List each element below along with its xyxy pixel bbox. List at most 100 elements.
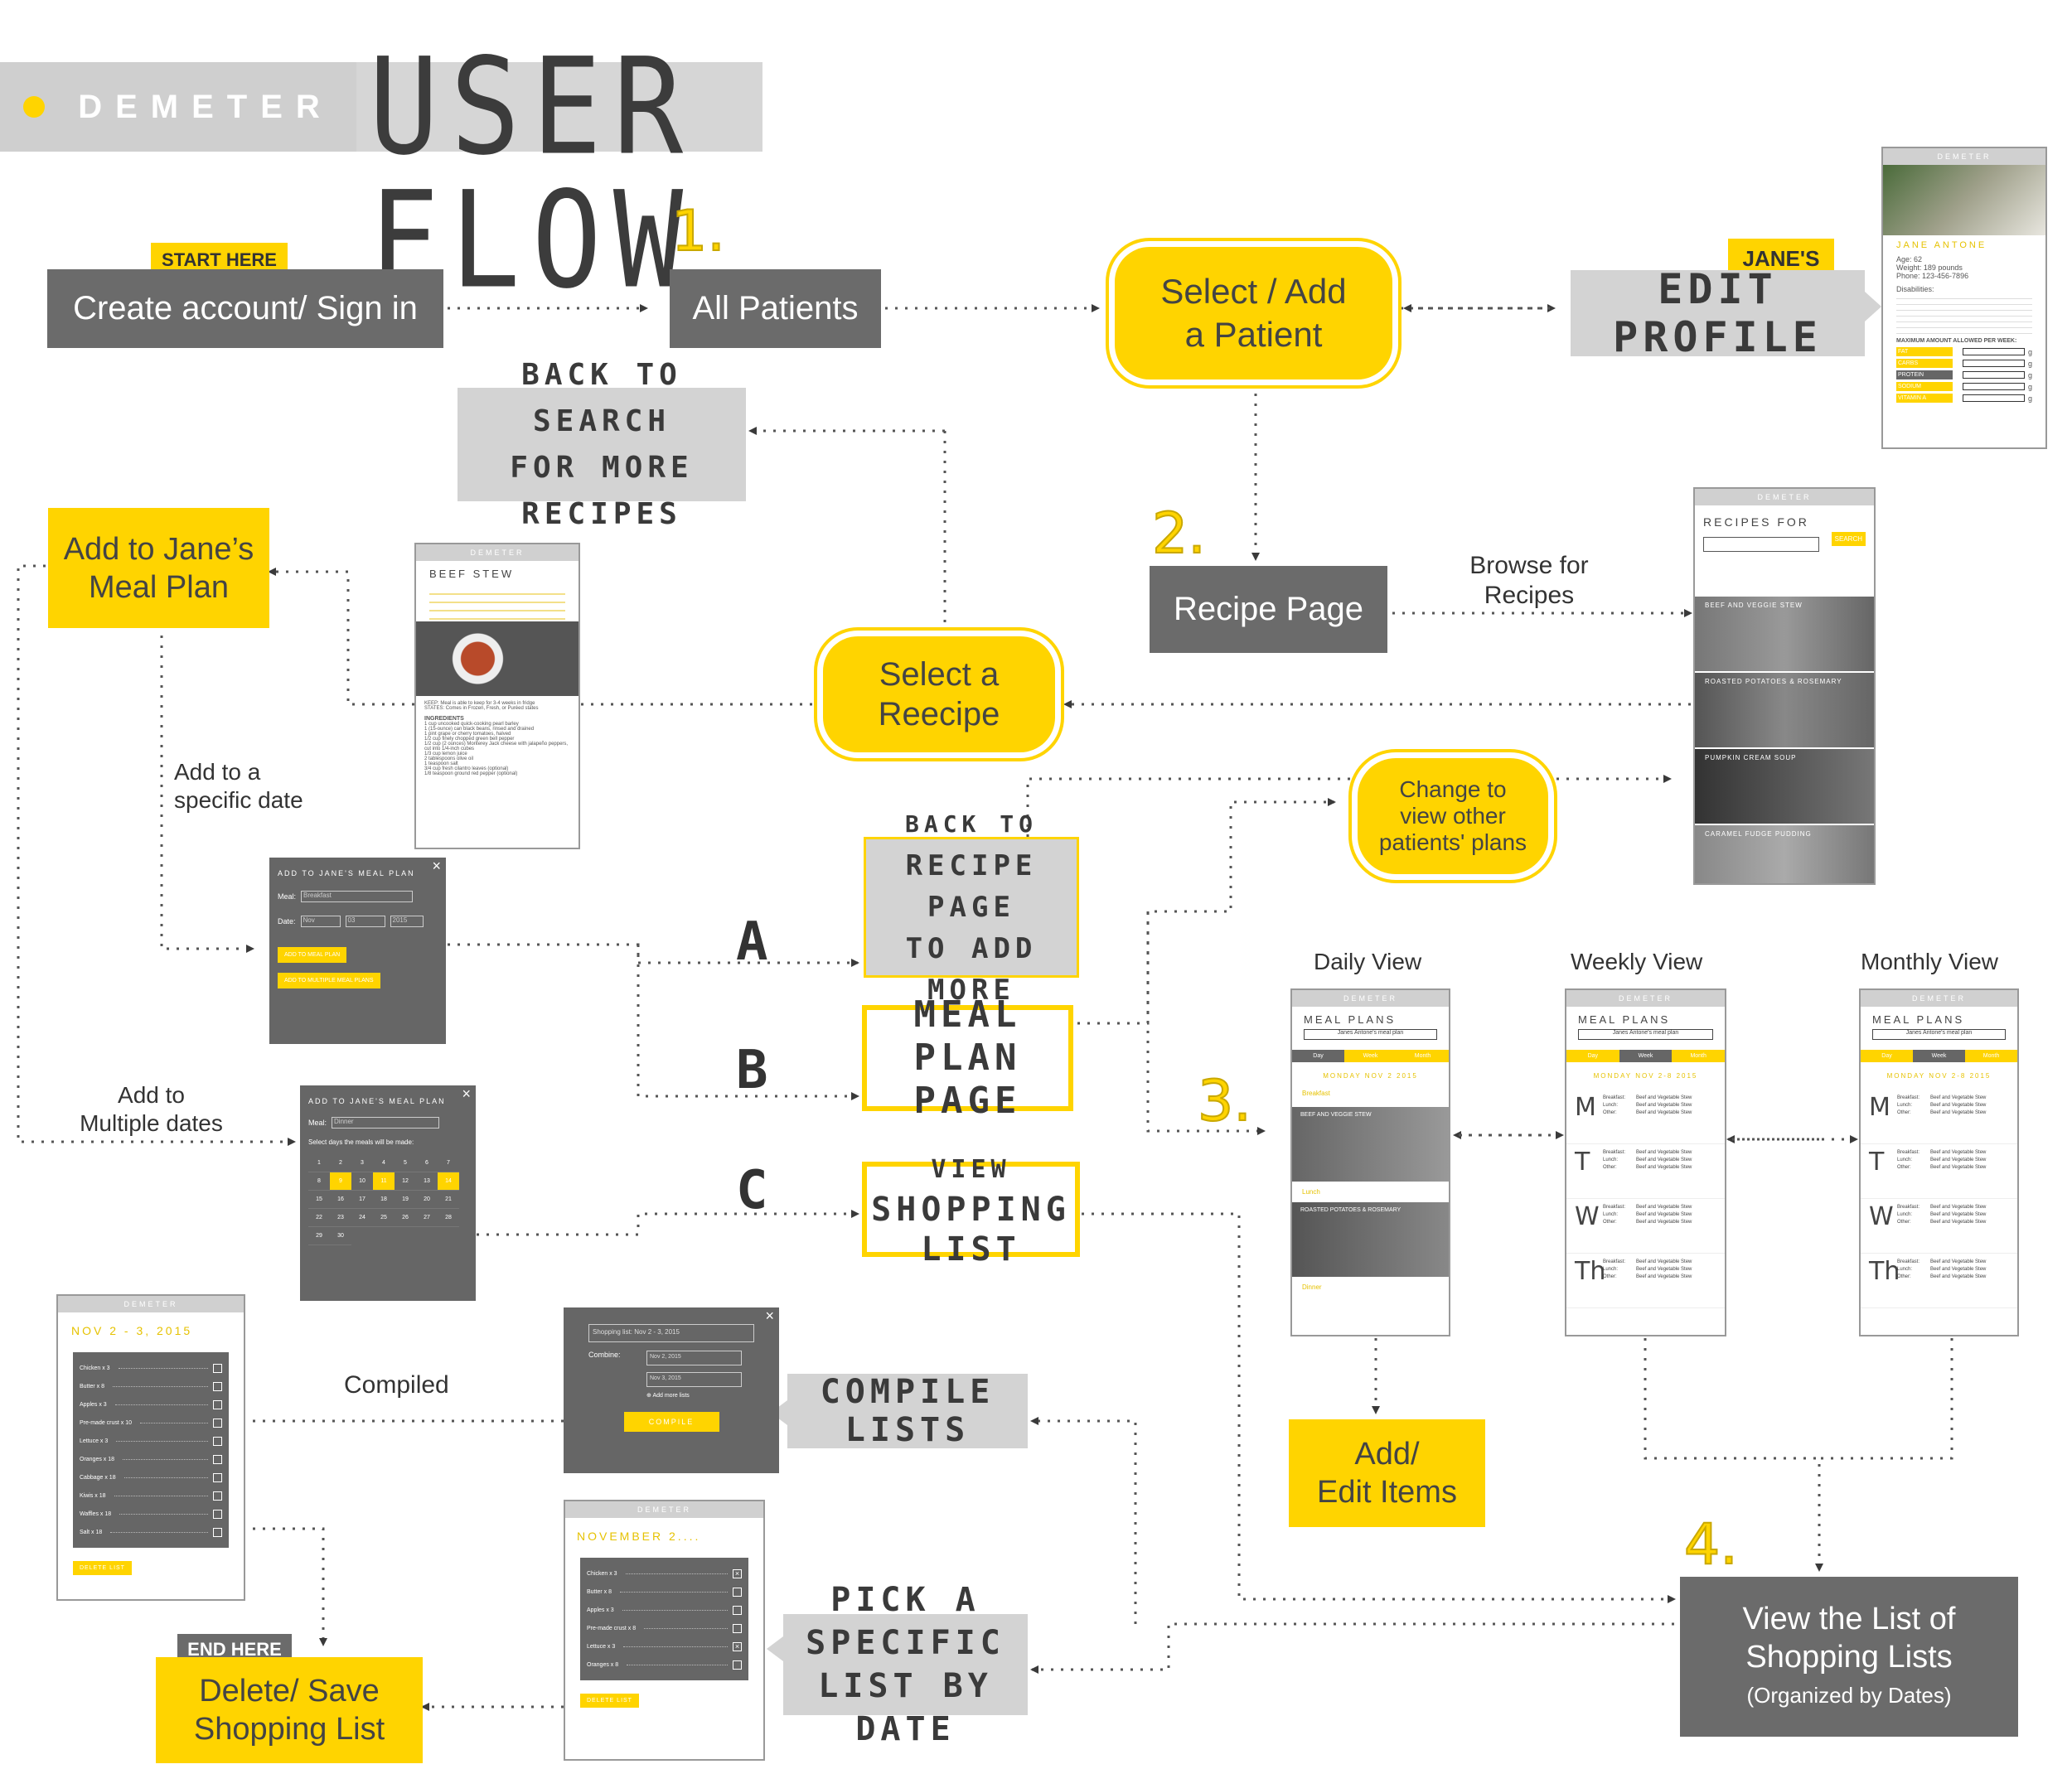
- checkbox[interactable]: [213, 1399, 222, 1409]
- modal-close-icon[interactable]: ×: [765, 1307, 774, 1324]
- recipes-search-button[interactable]: SEARCH: [1831, 532, 1866, 546]
- add-to-multiple-button[interactable]: ADD TO MULTIPLE MEAL PLANS: [278, 973, 380, 988]
- calendar-day[interactable]: 13: [416, 1172, 438, 1191]
- view-shopping-list-node[interactable]: VIEW SHOPPING LIST: [862, 1155, 1080, 1269]
- checkbox[interactable]: ×: [733, 1568, 742, 1578]
- calendar-day[interactable]: 5: [395, 1154, 416, 1172]
- meal-select[interactable]: Dinner: [332, 1117, 440, 1129]
- list-name-input[interactable]: Shopping list: Nov 2 - 3, 2015: [588, 1324, 754, 1342]
- tab-month[interactable]: Month: [1672, 1050, 1725, 1062]
- calendar-day[interactable]: 23: [330, 1209, 351, 1227]
- calendar-day[interactable]: 6: [416, 1154, 438, 1172]
- nutrient-input[interactable]: [1963, 394, 2025, 402]
- checkbox[interactable]: [733, 1587, 742, 1597]
- calendar-day[interactable]: 19: [395, 1191, 416, 1209]
- calendar-day[interactable]: 10: [351, 1172, 373, 1191]
- all-patients-node[interactable]: All Patients: [670, 269, 881, 348]
- calendar-day[interactable]: 28: [438, 1209, 459, 1227]
- delete-list-button[interactable]: DELETE LIST: [73, 1561, 132, 1575]
- checkbox[interactable]: [213, 1491, 222, 1501]
- recipe-card-2[interactable]: PUMPKIN CREAM SOUP: [1695, 749, 1874, 825]
- checkbox[interactable]: [213, 1454, 222, 1464]
- recipe-card-1[interactable]: ROASTED POTATOES & ROSEMARY: [1695, 673, 1874, 749]
- calendar-day[interactable]: 22: [308, 1209, 330, 1227]
- back-to-search-node[interactable]: BACK TO SEARCH FOR MORE RECIPES: [457, 358, 746, 531]
- calendar-day[interactable]: 27: [416, 1209, 438, 1227]
- calendar-day[interactable]: 16: [330, 1191, 351, 1209]
- calendar-day[interactable]: 11: [373, 1172, 395, 1191]
- pick-list-node[interactable]: PICK A SPECIFIC LIST BY DATE: [783, 1581, 1028, 1748]
- delete-list-button[interactable]: DELETE LIST: [580, 1694, 639, 1708]
- calendar-day[interactable]: 26: [395, 1209, 416, 1227]
- select-recipe-node[interactable]: Select a Reecipe: [823, 636, 1055, 752]
- tab-day[interactable]: Day: [1292, 1050, 1344, 1062]
- calendar-day[interactable]: 12: [395, 1172, 416, 1191]
- tab-week[interactable]: Week: [1913, 1050, 1965, 1062]
- calendar-day[interactable]: 1: [308, 1154, 330, 1172]
- mp-select[interactable]: Janes Antone's meal plan: [1872, 1029, 2006, 1040]
- calendar-day[interactable]: 2: [330, 1154, 351, 1172]
- combine-select-1[interactable]: Nov 2, 2015: [646, 1351, 742, 1365]
- tab-week[interactable]: Week: [1344, 1050, 1397, 1062]
- nutrient-input[interactable]: [1963, 383, 2025, 390]
- checkbox[interactable]: [213, 1509, 222, 1519]
- nutrient-input[interactable]: [1963, 360, 2025, 367]
- calendar-day[interactable]: 29: [308, 1227, 330, 1245]
- calendar-day[interactable]: 20: [416, 1191, 438, 1209]
- calendar-day[interactable]: 8: [308, 1172, 330, 1191]
- compile-lists-node[interactable]: COMPILE LISTS: [787, 1373, 1028, 1449]
- calendar-day[interactable]: 21: [438, 1191, 459, 1209]
- checkbox[interactable]: [213, 1436, 222, 1446]
- calendar-day[interactable]: 24: [351, 1209, 373, 1227]
- change-patients-node[interactable]: Change to view other patients' plans: [1358, 758, 1548, 874]
- calendar-day[interactable]: 7: [438, 1154, 459, 1172]
- recipes-search-input[interactable]: [1703, 537, 1819, 552]
- calendar-day[interactable]: 15: [308, 1191, 330, 1209]
- checkbox[interactable]: [213, 1363, 222, 1373]
- nutrient-input[interactable]: [1963, 371, 2025, 379]
- year-select[interactable]: 2015: [390, 916, 424, 927]
- calendar-day[interactable]: 17: [351, 1191, 373, 1209]
- checkbox[interactable]: [213, 1472, 222, 1482]
- recipe-card-0[interactable]: BEEF AND VEGGIE STEW: [1695, 597, 1874, 673]
- meal-select[interactable]: Breakfast: [301, 891, 414, 902]
- mp-select[interactable]: Janes Antone's meal plan: [1304, 1029, 1437, 1040]
- checkbox[interactable]: [213, 1527, 222, 1537]
- checkbox[interactable]: [733, 1605, 742, 1615]
- combine-select-2[interactable]: Nov 3, 2015: [646, 1372, 742, 1387]
- modal-close-icon[interactable]: ×: [432, 858, 441, 874]
- checkbox[interactable]: ×: [733, 1641, 742, 1651]
- recipe-card-3[interactable]: CARAMEL FUDGE PUDDING: [1695, 825, 1874, 883]
- checkbox[interactable]: [733, 1660, 742, 1670]
- tab-day[interactable]: Day: [1566, 1050, 1619, 1062]
- calendar-day[interactable]: 30: [330, 1227, 351, 1245]
- checkbox[interactable]: [213, 1418, 222, 1428]
- daily-item-0[interactable]: BEEF AND VEGGIE STEW: [1292, 1107, 1449, 1182]
- edit-profile-node[interactable]: EDIT PROFILE: [1571, 265, 1865, 361]
- mp-select[interactable]: Janes Antone's meal plan: [1578, 1029, 1713, 1040]
- nutrient-input[interactable]: [1963, 348, 2025, 355]
- daily-item-1[interactable]: ROASTED POTATOES & ROSEMARY: [1292, 1202, 1449, 1277]
- back-to-recipe-node[interactable]: BACK TO RECIPE PAGE TO ADD MORE: [864, 810, 1079, 1007]
- tab-month[interactable]: Month: [1397, 1050, 1449, 1062]
- day-select[interactable]: 03: [345, 916, 385, 927]
- add-edit-items-node[interactable]: Add/ Edit Items: [1289, 1419, 1485, 1527]
- add-to-meal-plan-button[interactable]: ADD TO MEAL PLAN: [278, 947, 347, 963]
- calendar-day[interactable]: 18: [373, 1191, 395, 1209]
- modal-close-icon[interactable]: ×: [462, 1085, 471, 1102]
- delete-save-node[interactable]: Delete/ Save Shopping List: [156, 1657, 423, 1763]
- add-more-lists[interactable]: ⊕ Add more lists: [646, 1392, 742, 1399]
- select-add-patient-node[interactable]: Select / Add a Patient: [1115, 247, 1392, 379]
- calendar-day[interactable]: 3: [351, 1154, 373, 1172]
- calendar-day[interactable]: 9: [330, 1172, 351, 1191]
- compile-button[interactable]: COMPILE: [623, 1412, 719, 1432]
- tab-day[interactable]: Day: [1861, 1050, 1913, 1062]
